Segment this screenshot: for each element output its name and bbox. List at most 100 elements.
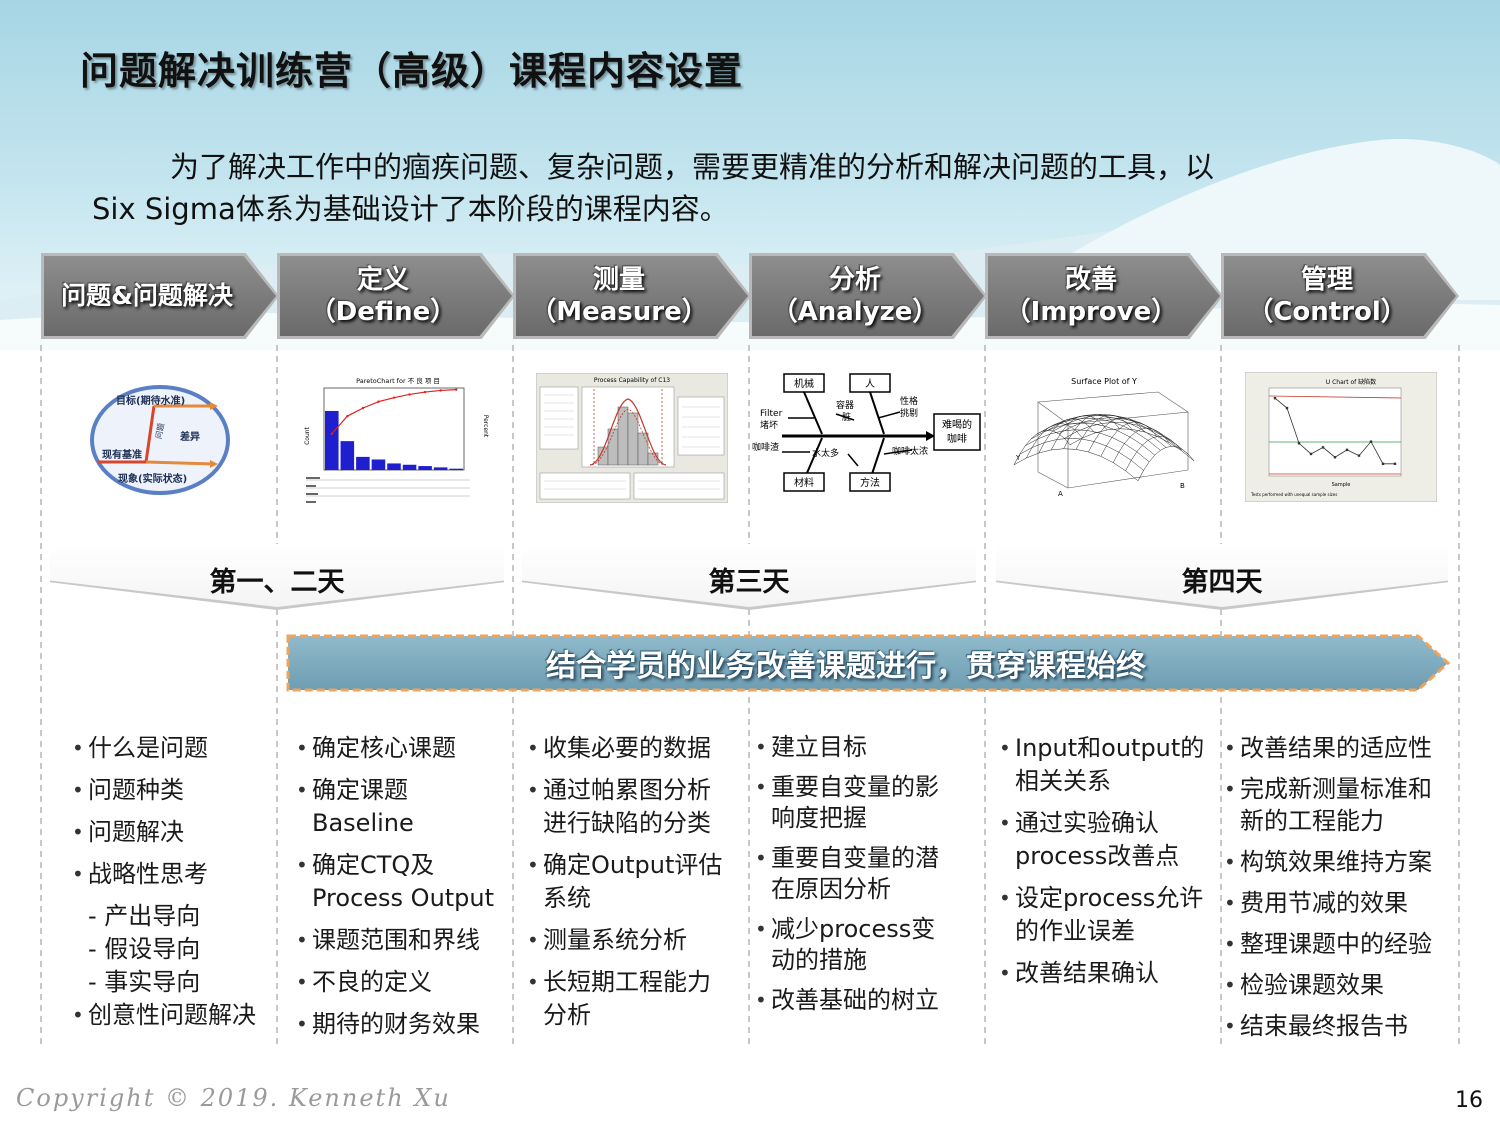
list-item: 重要自变量的影响度把握 [755,772,955,834]
list-item: 期待的财务效果 [296,1008,508,1041]
surface-mesh-line [1053,414,1178,448]
pareto-cumulative-point [455,388,458,391]
list-subitem: - 事实导向 [88,968,201,996]
list-item: 改善结果确认 [999,957,1214,990]
pareto-cumulative-point [408,393,411,396]
phase-label: 分析 [828,265,881,295]
phase-problem-solving: 问题&问题解决 [41,253,279,339]
uchart-point [1369,440,1373,443]
list-item: 通过实验确认process改善点 [999,807,1214,873]
col-improve: Input和output的相关关系 通过实验确认process改善点 设定pro… [999,732,1214,999]
day-label: 第三天 [708,567,790,598]
fishbone-picky: 挑剔 [900,407,918,419]
uchart-point [1285,406,1289,410]
gap-target-label: 目标(期待水准) [116,394,185,407]
fishbone-beans: 咖啡渣 [752,441,779,453]
pareto-title: ParetoChart for 不 良 项 目 [356,376,440,385]
list-subitem: - 假设导向 [88,935,201,963]
list-item: 收集必要的数据 [527,732,733,765]
list-item: 完成新测量标准和新的工程能力 [1224,773,1449,837]
gap-baseline-label: 现有基准 [102,448,142,461]
list-item: 确定CTQ及 Process Output [296,849,508,915]
surface-plot-figure: Surface Plot of Y Y A B [1008,372,1200,500]
pareto-ylabel: Count [304,426,311,444]
col-problem-solving: 什么是问题 问题种类 问题解决 战略性思考 - 产出导向 - 假设导向 - 事实… [72,732,277,1041]
fishbone-water: 水太多 [812,447,839,459]
pareto-cumulative-point [377,400,380,403]
pareto-bar [325,410,339,470]
pareto-cumulative-point [439,389,442,392]
day-label: 第一、二天 [209,567,345,598]
gap-diagram-figure: 目标(期待水准) 差异 现有基准 现象(实际状态) 问题 [90,385,230,495]
col-measure: 收集必要的数据 通过帕累图分析进行缺陷的分类 确定Output评估系统 测量系统… [527,732,733,1041]
list-item: 课题范围和界线 [296,924,508,957]
list-item: 减少process变动的措施 [755,914,955,976]
list-item: 确定课题 Baseline [296,774,508,840]
fishbone-container: 容器 [836,399,854,411]
project-banner-arrow [286,634,1451,692]
phase-control: 管理 （Control） [1221,253,1459,339]
list-item: 问题种类 [72,774,277,807]
pareto-ylabel2: Percent [482,415,489,438]
col-define: 确定核心课题 确定课题 Baseline 确定CTQ及 Process Outp… [296,732,508,1050]
list-item: 改善结果的适应性 [1224,732,1449,764]
list-item: 结束最终报告书 [1224,1010,1449,1042]
surface-zlabel: Y [1015,454,1021,462]
list-item: 创意性问题解决 [72,999,277,1032]
gap-problem-label: 问题 [154,422,166,439]
col-analyze: 建立目标 重要自变量的影响度把握 重要自变量的潜在原因分析 减少process变… [755,732,955,1025]
capability-chart-figure: Process Capability of C13 [536,373,728,503]
list-subitem: - 产出导向 [88,902,201,930]
surface-ylabel: B [1180,482,1185,490]
list-item: 建立目标 [755,732,955,763]
uchart-note: Tests performed with unequal sample size… [1250,492,1337,497]
surface-mesh-line [1069,428,1195,461]
uchart-series [1273,397,1397,465]
uchart-xlabel: Sample [1332,482,1351,488]
pareto-cumulative-point [423,390,427,394]
gap-current-label: 现象(实际状态) [118,472,187,485]
page-title: 问题解决训练营（高级）课程内容设置 [80,49,744,93]
list-item: 战略性思考 [72,858,277,891]
surface-mesh-line [1047,414,1172,447]
surface-mesh-line [1058,417,1183,451]
list-item: 测量系统分析 [527,924,733,957]
list-item: 问题解决 [72,816,277,849]
pareto-chart-figure: ParetoChart for 不 良 项 目 Count Percent [300,374,490,510]
list-item: 通过帕累图分析进行缺陷的分类 [527,774,733,840]
surface-mesh-line [1125,436,1182,471]
fishbone-toothick: 咖啡太浓 [892,445,928,457]
fishbone-filter: Filter [760,409,783,419]
pareto-cumulative-point [330,432,333,436]
pareto-bar [387,463,401,470]
u-control-chart-figure: U Chart of 缺陷数 Sample Tests performed wi… [1245,372,1437,502]
fishbone-effect: 难喝的咖啡 [942,418,972,445]
fishbone-dirty: 堵坏 [760,419,778,431]
day-label: 第四天 [1181,567,1263,598]
uchart-title: U Chart of 缺陷数 [1326,378,1376,386]
list-item: 构筑效果维持方案 [1224,846,1449,878]
list-item: 重要自变量的潜在原因分析 [755,843,955,905]
phase-label-en: （Analyze） [771,297,939,327]
phase-label: 改善 [1064,265,1117,295]
gap-label: 差异 [180,430,200,443]
fishbone-machine: 机械 [794,377,814,390]
uchart-point [1273,397,1277,400]
list-item: 费用节减的效果 [1224,887,1449,919]
fishbone-person: 人 [865,378,875,390]
surface-xlabel: A [1058,490,1063,498]
surface-mesh-line [1064,422,1189,455]
intro-line-2: Six Sigma体系为基础设计了本阶段的课程内容。 [92,192,729,226]
list-item: 确定核心课题 [296,732,508,765]
pareto-cumulative-point [392,396,396,399]
pareto-bar [418,466,432,470]
uchart-plot-frame [1268,387,1402,477]
uchart-point [1357,454,1361,457]
fishbone-diagram-figure: 机械 人 材料 方法 难喝的咖啡 Filter 堵坏 容器 脏 性格 挑剔 咖啡… [752,373,981,492]
fishbone-character: 性格 [900,395,918,407]
pareto-bars [325,388,463,470]
uchart-point [1345,448,1349,452]
list-item: 确定Output评估系统 [527,849,733,915]
uchart-point [1297,442,1301,445]
list-item: 长短期工程能力分析 [527,966,733,1032]
